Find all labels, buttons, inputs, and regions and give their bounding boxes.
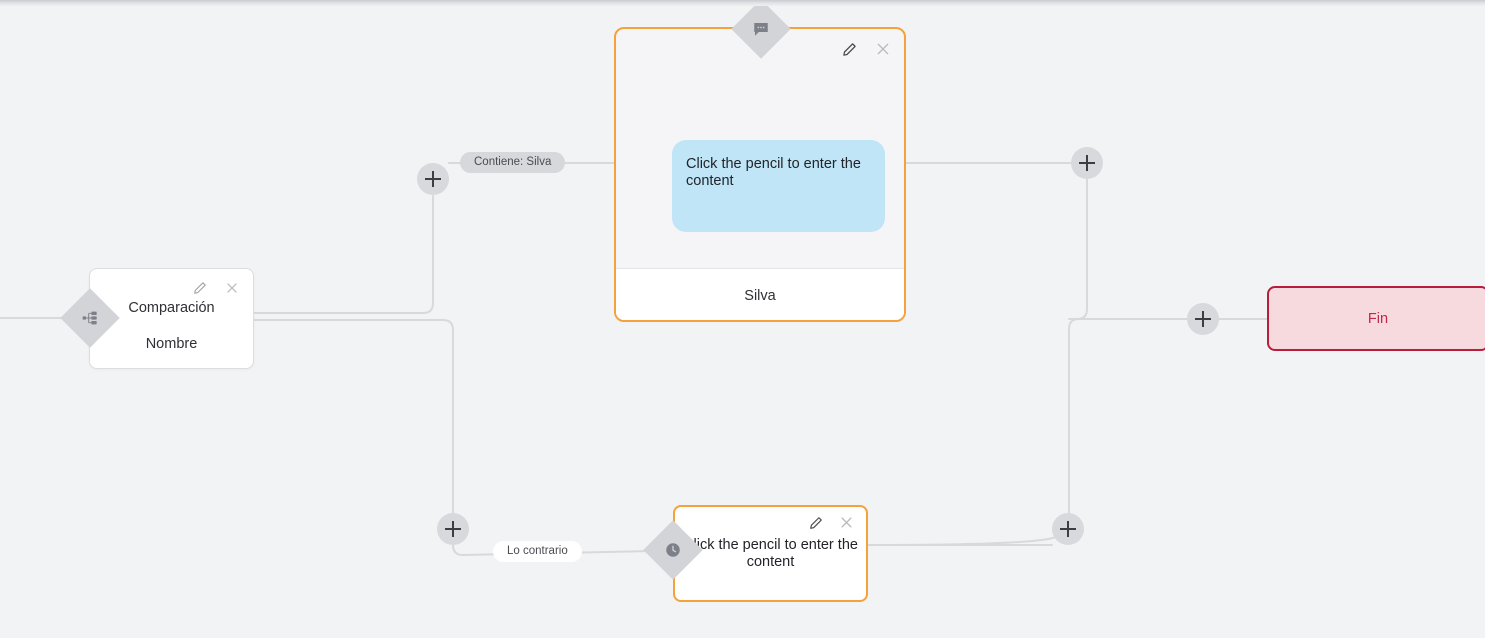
delay-node-text: Click the pencil to enter the content <box>683 537 858 571</box>
pencil-icon[interactable] <box>842 42 857 57</box>
comparison-node-tools <box>193 281 239 295</box>
speech-bubble-icon <box>752 20 770 38</box>
message-node-footer: Silva <box>616 268 904 320</box>
close-icon[interactable] <box>875 41 891 57</box>
pencil-icon[interactable] <box>193 281 207 295</box>
edge-delay-to-plus-e <box>867 528 1059 546</box>
comparison-node-subtitle: Nombre <box>145 335 198 352</box>
window-top-strip <box>0 0 1485 6</box>
add-node-button-branch-true-end[interactable] <box>1071 147 1103 179</box>
message-node-tools <box>842 41 891 57</box>
pencil-icon[interactable] <box>809 516 823 530</box>
message-bubble: Click the pencil to enter the content <box>672 140 885 232</box>
message-node-handle[interactable] <box>731 0 791 59</box>
add-node-button-end-connector[interactable] <box>1187 303 1219 335</box>
delay-node[interactable]: Click the pencil to enter the content <box>673 505 868 602</box>
close-icon[interactable] <box>225 281 239 295</box>
comparison-node-title: Comparación <box>128 300 215 316</box>
comparison-node-handle[interactable] <box>60 288 120 348</box>
close-icon[interactable] <box>839 515 854 530</box>
delay-node-handle[interactable] <box>643 520 703 580</box>
clock-icon <box>664 541 682 559</box>
edge-to-delay <box>452 544 653 557</box>
edge-true-branch-up <box>253 195 434 314</box>
end-node[interactable]: Fin <box>1267 286 1485 351</box>
add-node-button-branch-false-start[interactable] <box>437 513 469 545</box>
edge-false-branch-down <box>253 319 454 514</box>
message-node-body: Click the pencil to enter the content <box>616 29 904 268</box>
edge-label-contains[interactable]: Contiene: Silva <box>460 152 566 173</box>
edge-label-otherwise[interactable]: Lo contrario <box>493 541 582 562</box>
edge-plus-b-down <box>1076 178 1088 320</box>
edge-merge-vertical <box>1068 318 1080 514</box>
add-node-button-branch-true-start[interactable] <box>417 163 449 195</box>
delay-node-tools <box>809 515 854 530</box>
add-node-button-branch-false-end[interactable] <box>1052 513 1084 545</box>
sitemap-icon <box>82 310 98 326</box>
message-node[interactable]: Click the pencil to enter the content Si… <box>614 27 906 322</box>
